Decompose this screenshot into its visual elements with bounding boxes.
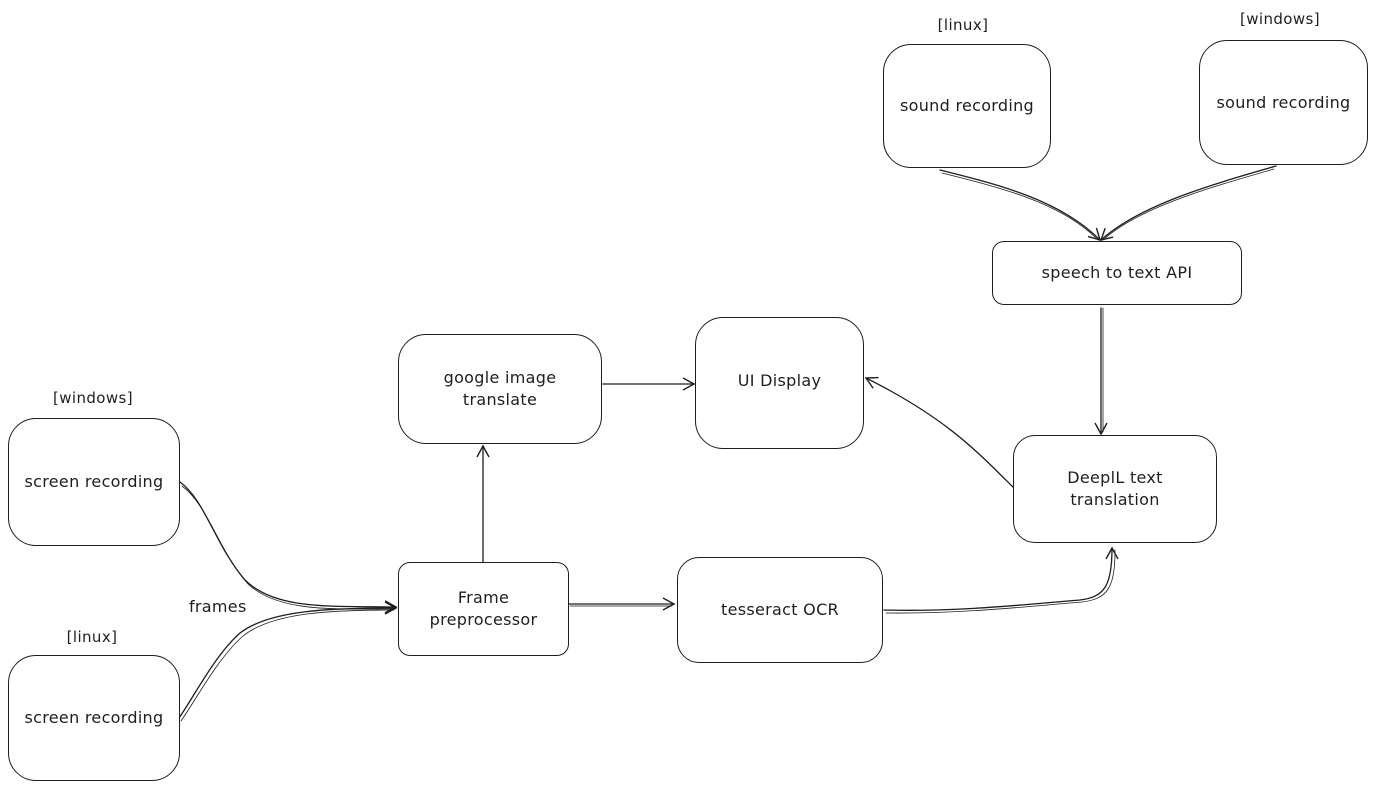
node-label-line2: preprocessor — [429, 610, 538, 629]
screen-recording-linux-node[interactable]: screen recording — [8, 655, 180, 781]
node-label: screen recording — [24, 472, 164, 492]
frames-edge-label: frames — [189, 597, 247, 616]
node-label: speech to text API — [1041, 263, 1193, 283]
speech-to-text-node[interactable]: speech to text API — [992, 241, 1242, 305]
platform-tag-windows-sound: [windows] — [1239, 10, 1321, 28]
node-label-line1: Frame — [457, 588, 510, 608]
frame-preprocessor-node[interactable]: Frame preprocessor — [398, 562, 569, 656]
google-image-translate-node[interactable]: google image translate — [398, 334, 602, 444]
node-label: screen recording — [24, 708, 164, 728]
edge-deepl-to-ui — [864, 376, 1014, 488]
node-label-line2: translate — [462, 390, 538, 409]
platform-tag-linux-sound: [linux] — [937, 16, 989, 34]
edge-sound-windows-to-speech — [1099, 165, 1277, 241]
node-label-line1: DeeplL text — [1067, 468, 1163, 488]
edge-sound-linux-to-speech — [939, 169, 1102, 242]
node-label: tesseract OCR — [721, 600, 839, 620]
node-label: sound recording — [1216, 92, 1351, 112]
platform-tag-linux: [linux] — [66, 628, 118, 646]
edge-tesseract-to-deepl — [883, 546, 1119, 611]
tesseract-ocr-node[interactable]: tesseract OCR — [677, 557, 883, 663]
node-label-line2: translation — [1070, 490, 1160, 509]
sound-recording-windows-node[interactable]: sound recording — [1199, 40, 1368, 165]
node-label: UI Display — [737, 371, 822, 390]
node-label: sound recording — [900, 96, 1034, 116]
edge-screen-linux-to-frame — [178, 601, 398, 719]
ui-display-node[interactable]: UI Display — [695, 317, 864, 449]
sound-recording-linux-node[interactable]: sound recording — [883, 44, 1051, 168]
deepl-translation-node[interactable]: DeeplL text translation — [1013, 435, 1217, 543]
screen-recording-windows-node[interactable]: screen recording — [8, 418, 180, 546]
edge-screen-windows-to-frame — [179, 481, 398, 614]
platform-tag-windows: [windows] — [52, 389, 134, 407]
node-label-line1: google image — [443, 368, 557, 388]
